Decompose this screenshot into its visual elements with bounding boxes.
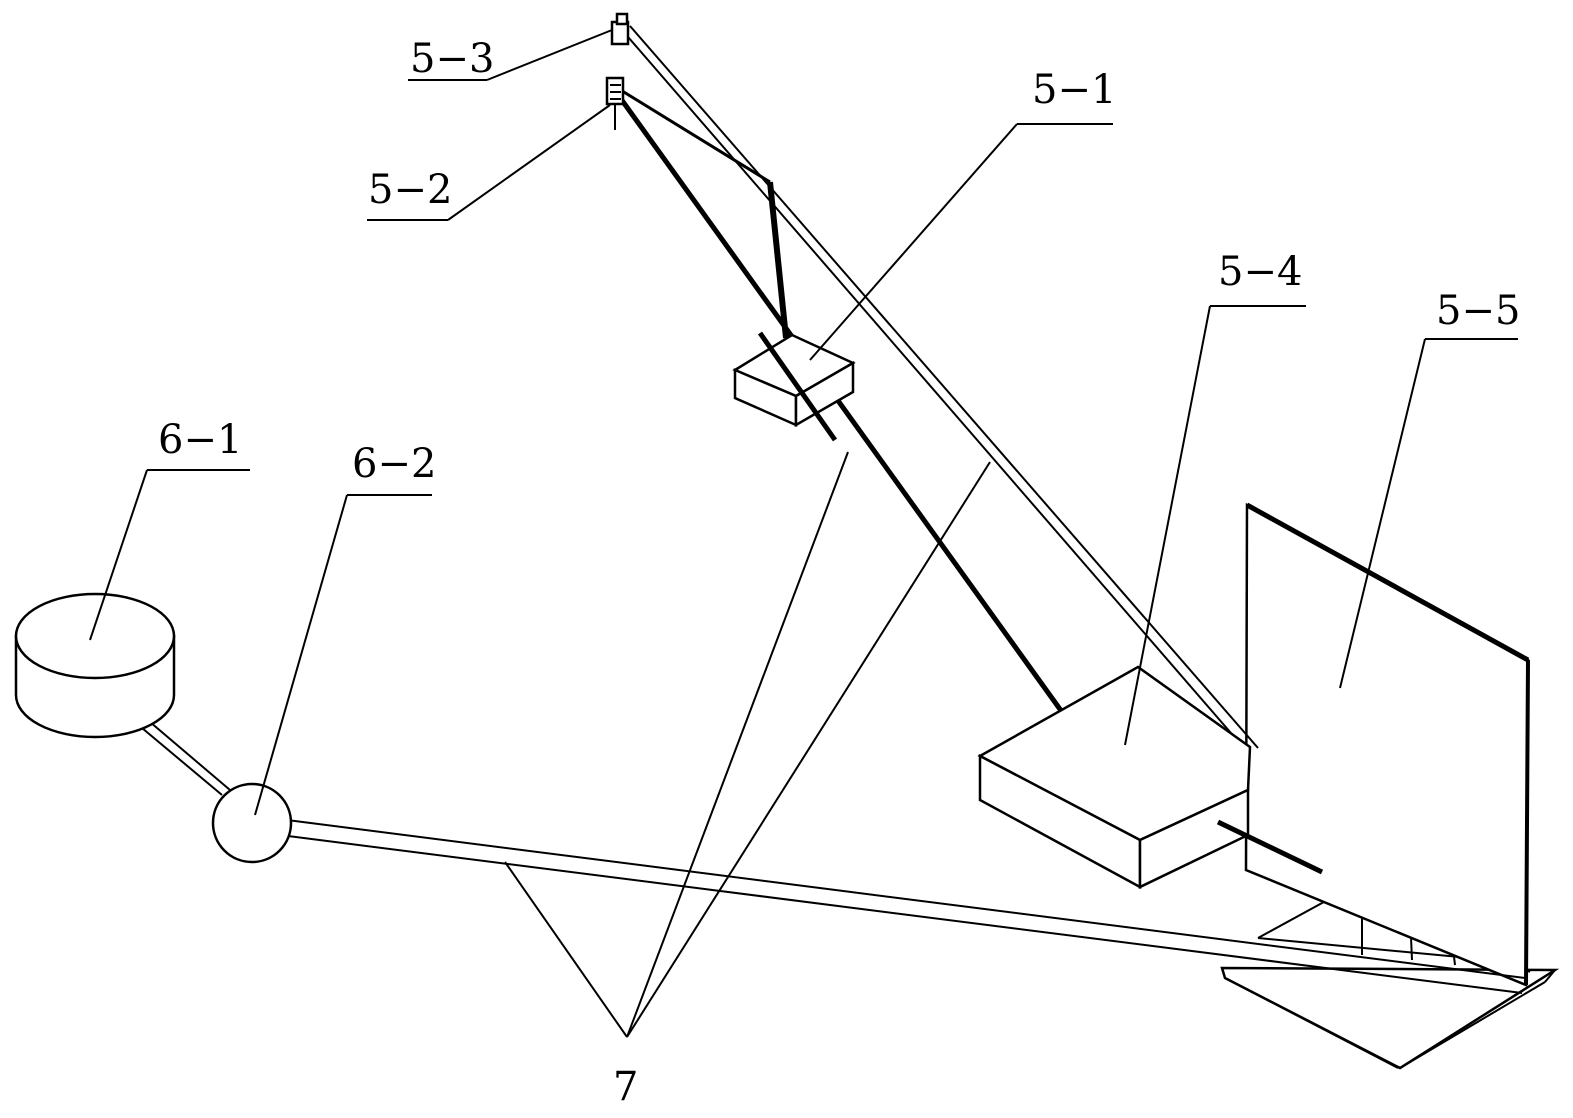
leader-lines	[89, 29, 1518, 1038]
label-7: 7	[613, 1064, 638, 1110]
sphere-6-2	[211, 782, 293, 864]
label-5-2: 5−2	[368, 167, 452, 213]
cable-5-2	[613, 84, 1065, 714]
cable-5-3	[621, 25, 1259, 756]
label-6-2: 6−2	[352, 441, 436, 487]
box-5-4	[977, 665, 1252, 890]
cylinder-6-1	[14, 592, 176, 739]
box-5-1	[732, 333, 856, 428]
label-5-5: 5−5	[1436, 288, 1520, 334]
label-5-1: 5−1	[1032, 67, 1116, 113]
label-5-3: 5−3	[410, 36, 494, 82]
fiber-7	[286, 819, 1526, 994]
emitter-5-3	[610, 12, 630, 46]
emitter-5-2	[605, 76, 625, 130]
reflector-panel	[1220, 502, 1560, 1070]
label-5-4: 5−4	[1218, 249, 1302, 295]
link-6-1-6-2	[141, 721, 231, 796]
labels: 5−3 5−2 5−1 5−4 5−5 6−1 6−2 7	[158, 36, 1520, 1110]
label-6-1: 6−1	[158, 417, 242, 463]
connector	[1216, 819, 1324, 875]
cable-5-2-overlay	[757, 331, 838, 442]
